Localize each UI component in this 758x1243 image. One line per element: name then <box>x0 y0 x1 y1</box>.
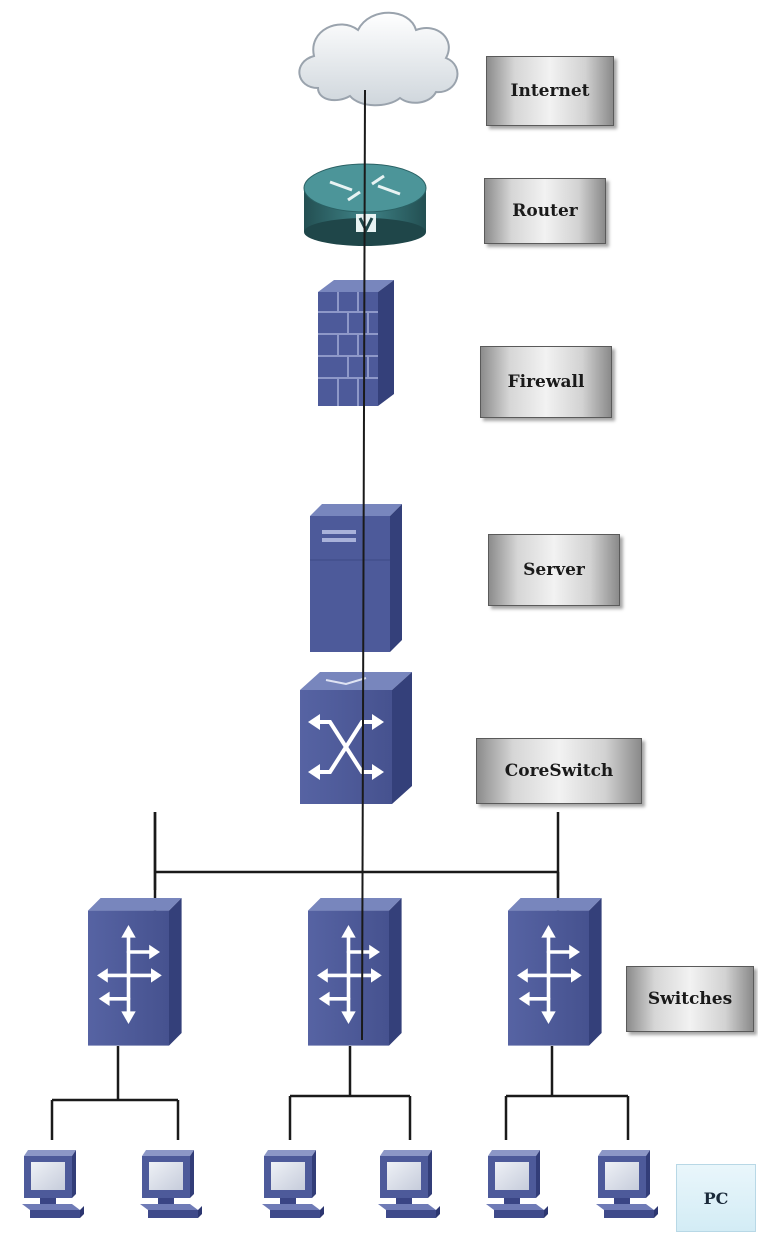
pc-icon <box>596 1150 658 1218</box>
distribution-links <box>153 812 560 874</box>
backbone-link <box>361 89 366 1041</box>
label-pc: PC <box>676 1164 756 1232</box>
label-core-switch: CoreSwitch <box>476 738 642 804</box>
label-firewall: Firewall <box>480 346 612 418</box>
label-server: Server <box>488 534 620 606</box>
pc-icon <box>378 1150 440 1218</box>
switch-icon <box>86 896 184 1048</box>
label-switches: Switches <box>626 966 754 1032</box>
server-icon <box>310 504 402 652</box>
pc-icon <box>22 1150 84 1218</box>
core-switch-icon <box>300 672 412 804</box>
pc-icon <box>486 1150 548 1218</box>
firewall-icon <box>318 280 394 406</box>
pc-icon <box>262 1150 324 1218</box>
cloud-icon <box>298 11 459 107</box>
pc-links <box>50 1046 630 1140</box>
switch-icon <box>306 896 404 1048</box>
label-internet: Internet <box>486 56 614 126</box>
switch-icon <box>506 896 604 1048</box>
label-router: Router <box>484 178 606 244</box>
pc-icon <box>140 1150 202 1218</box>
